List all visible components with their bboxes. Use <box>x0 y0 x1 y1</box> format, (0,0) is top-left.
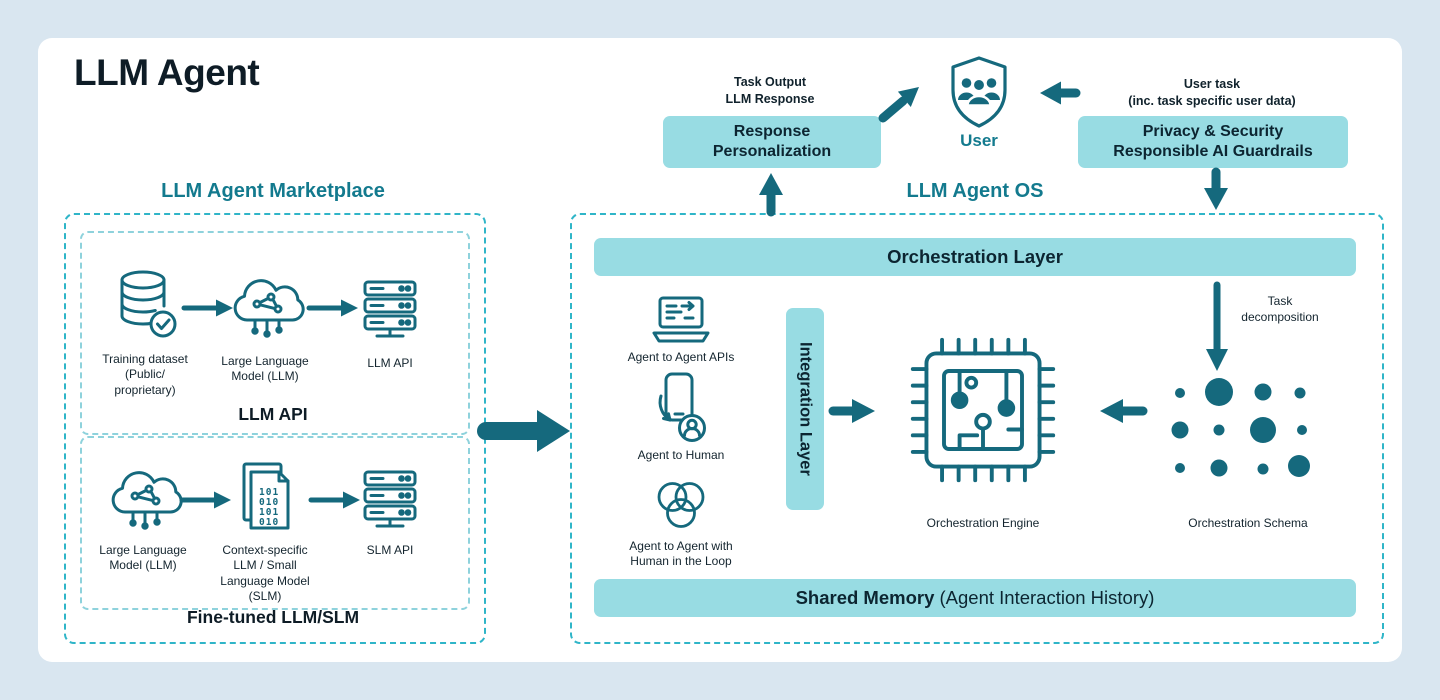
shared-memory-subtitle: (Agent Interaction History) <box>934 587 1155 609</box>
slm-api-label: SLM API <box>366 543 414 557</box>
user-shield-icon <box>951 56 1007 128</box>
agent-to-agent-apis-label: Agent to Agent APIs <box>627 350 735 364</box>
orchestration-engine-icon <box>910 337 1056 483</box>
privacy-security-box: Privacy & Security Responsible AI Guardr… <box>1078 116 1348 168</box>
agent-to-agent-apis-icon <box>652 296 710 343</box>
large-language-model-icon <box>111 471 183 530</box>
context-specific-label: Context-specific LLM / Small Language Mo… <box>220 543 310 604</box>
os-box <box>570 213 1384 644</box>
page-title: LLM Agent <box>74 52 260 93</box>
llm-api-server-icon <box>363 280 417 338</box>
task-output-note: Task Output LLM Response <box>725 75 815 106</box>
fine-tuned-box <box>80 436 470 610</box>
agent-to-human-icon <box>658 372 706 442</box>
user-label: User <box>960 131 998 150</box>
agent-human-loop-label: Agent to Agent with Human in the Loop <box>629 539 733 569</box>
integration-layer-label: Integration Layer <box>796 342 815 476</box>
training-dataset-icon <box>120 270 177 338</box>
slm-api-server-icon <box>363 470 417 528</box>
context-specific-model-icon: 101 010 101 010 <box>242 462 290 530</box>
svg-text:101: 101 <box>259 487 279 498</box>
os-heading: LLM Agent OS <box>906 180 1044 202</box>
llm-api-caption: LLM API <box>238 404 308 424</box>
agent-to-human-label: Agent to Human <box>637 448 725 462</box>
orchestration-schema-icon <box>1171 378 1310 477</box>
llm-model-label: Large Language Model (LLM) <box>221 354 309 384</box>
marketplace-heading: LLM Agent Marketplace <box>161 180 385 202</box>
shared-memory-bar: Shared Memory (Agent Interaction History… <box>594 579 1356 617</box>
user-task-note: User task (inc. task specific user data) <box>1128 77 1296 108</box>
llm-api-label: LLM API <box>367 356 413 370</box>
svg-text:010: 010 <box>259 517 279 528</box>
orchestration-layer-bar: Orchestration Layer <box>594 238 1356 276</box>
agent-human-loop-icon <box>657 482 705 528</box>
svg-text:101: 101 <box>259 507 279 518</box>
fine-tuned-caption: Fine-tuned LLM/SLM <box>186 607 360 627</box>
svg-text:010: 010 <box>259 497 279 508</box>
orchestration-schema-label: Orchestration Schema <box>1188 516 1308 530</box>
shared-memory-title: Shared Memory <box>795 587 935 609</box>
integration-layer-bar: Integration Layer <box>786 308 824 510</box>
task-decomposition-label: Task decomposition <box>1241 294 1319 324</box>
large-language-model-icon <box>233 279 305 338</box>
llm-api-box <box>80 231 470 435</box>
response-personalization-box: Response Personalization <box>663 116 881 168</box>
llm-model-label-2: Large Language Model (LLM) <box>99 543 187 573</box>
training-dataset-label: Training dataset (Public/ proprietary) <box>102 352 188 397</box>
orchestration-engine-label: Orchestration Engine <box>926 516 1040 530</box>
